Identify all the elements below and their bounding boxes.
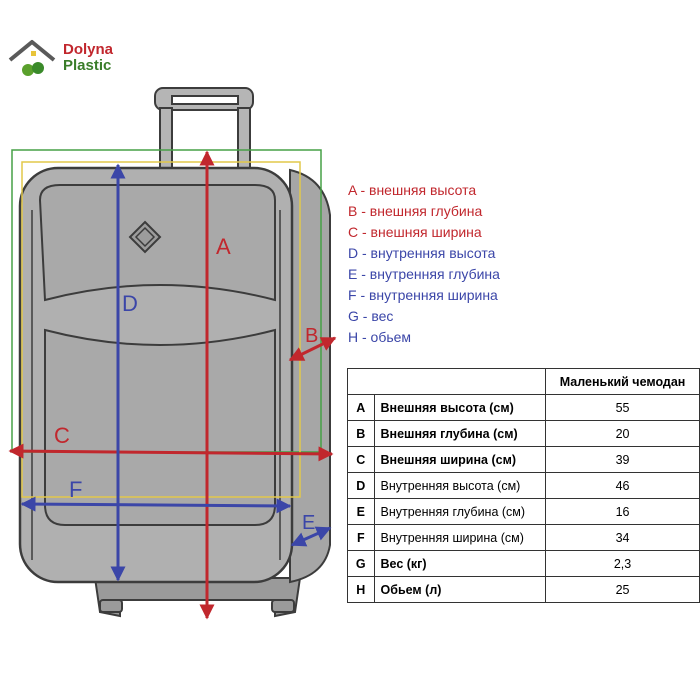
table-header-blank [346, 368, 547, 395]
row-key: D [347, 472, 375, 499]
row-name: Обьем (л) [373, 576, 547, 603]
row-value: 25 [545, 576, 700, 603]
legend-item: A - внешняя высота [348, 182, 477, 198]
table-header-row: Маленький чемодан [346, 368, 700, 395]
row-name: Внутренняя ширина (см) [373, 524, 547, 551]
row-name: Внешняя ширина (см) [373, 446, 547, 473]
dim-line-f [20, 496, 292, 514]
suitcase-diagram: A B C D E F [8, 87, 337, 620]
brand-badge-icon [128, 220, 162, 254]
row-key: F [347, 524, 375, 551]
table-header-title: Маленький чемодан [545, 368, 700, 395]
row-key: G [347, 550, 375, 577]
legend-item: F - внутренняя ширина [348, 287, 498, 303]
logo-text: Dolyna Plastic [63, 42, 113, 74]
trolley-handle [154, 87, 254, 171]
label-c: C [54, 423, 70, 448]
label-b: B [305, 325, 318, 347]
label-d: D [122, 291, 138, 316]
row-key: C [347, 446, 375, 473]
row-key: B [347, 420, 375, 447]
row-value: 2,3 [545, 550, 700, 577]
row-name: Внешняя высота (см) [373, 394, 547, 421]
logo-line-2: Plastic [63, 57, 112, 74]
upper-panel [38, 184, 276, 302]
row-name: Внутренняя глубина (см) [373, 498, 547, 525]
dim-line-c [8, 443, 334, 462]
legend-item: B - внешняя глубина [348, 203, 483, 219]
row-name: Внешняя глубина (см) [373, 420, 547, 447]
row-value: 39 [545, 446, 700, 473]
row-key: A [347, 394, 375, 421]
row-value: 46 [545, 472, 700, 499]
dim-line-e [290, 526, 332, 547]
legend-item: E - внутренняя глубина [348, 266, 500, 282]
row-value: 16 [545, 498, 700, 525]
label-e: E [302, 512, 315, 534]
label-a: A [216, 234, 231, 259]
wheels [93, 577, 302, 618]
legend-item: G - вес [348, 308, 394, 324]
label-f: F [69, 477, 82, 502]
dim-line-b [288, 336, 337, 362]
row-value: 34 [545, 524, 700, 551]
row-name: Вес (кг) [373, 550, 547, 577]
row-name: Внутренняя высота (см) [373, 472, 547, 499]
legend: A - внешняя высота B - внешняя глубина C… [348, 180, 500, 348]
legend-item: H - обьем [348, 329, 412, 345]
row-value: 55 [545, 394, 700, 421]
legend-item: D - внутренняя высота [348, 245, 496, 261]
legend-item: C - внешняя ширина [348, 224, 482, 240]
row-value: 20 [545, 420, 700, 447]
row-key: H [347, 576, 375, 603]
logo-house-icon [8, 40, 56, 76]
logo-line-1: Dolyna [63, 41, 114, 58]
row-key: E [347, 498, 375, 525]
